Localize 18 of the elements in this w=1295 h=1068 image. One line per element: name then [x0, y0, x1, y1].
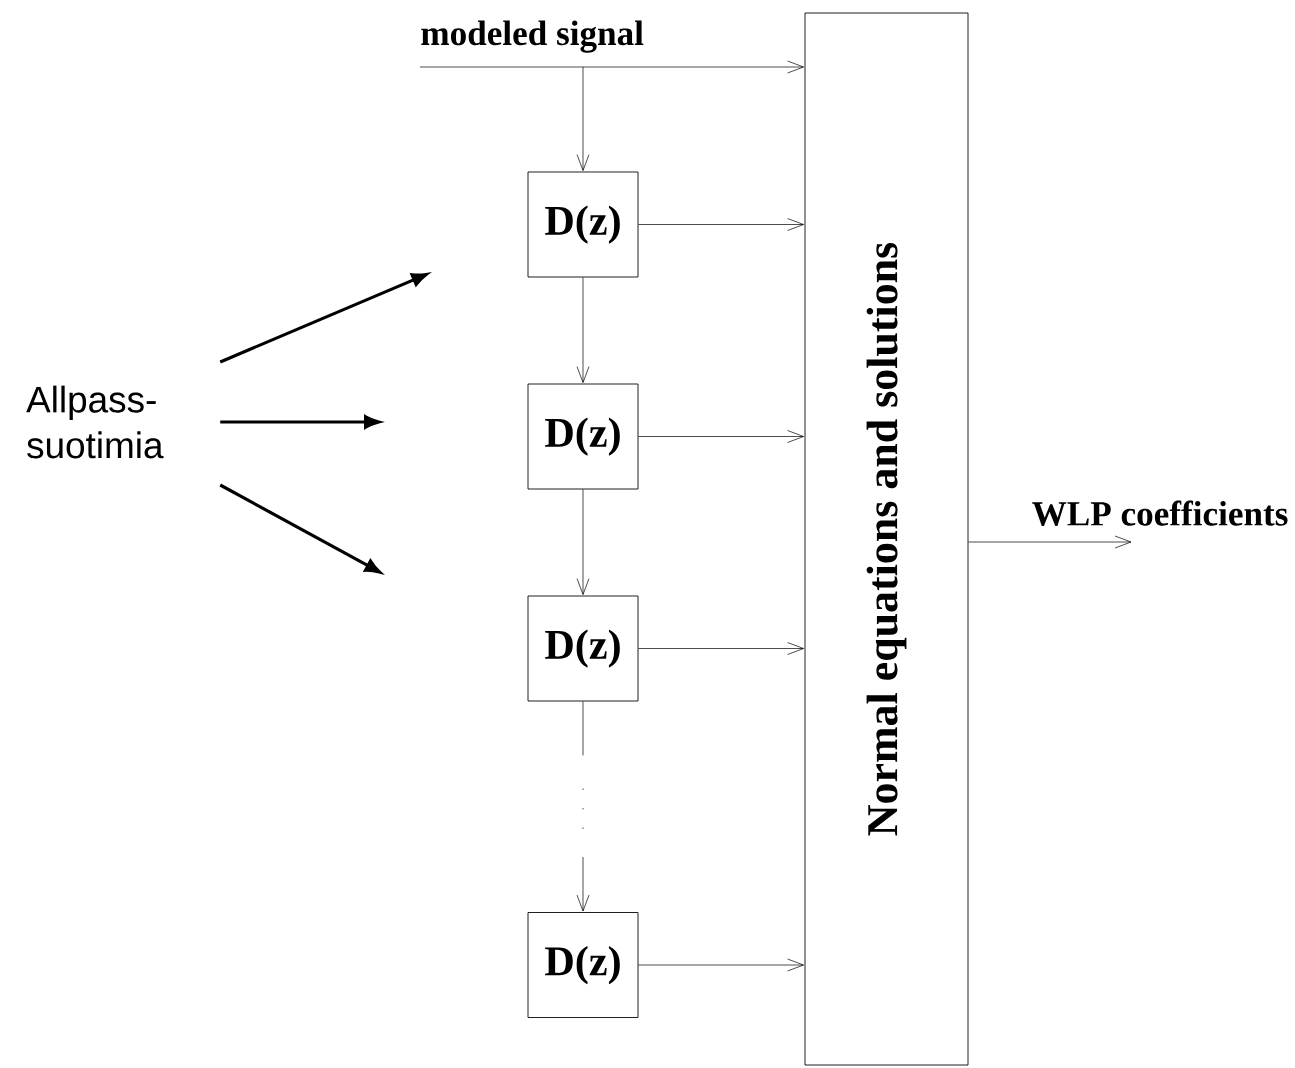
signal-label: modeled signal	[421, 20, 644, 53]
edge-label: WLP coefficients	[1032, 500, 1288, 526]
arrow	[638, 218, 804, 231]
arrow	[576, 489, 590, 595]
arrow	[576, 277, 590, 383]
arrow	[638, 430, 804, 443]
arrow	[638, 642, 804, 655]
filter-label: Allpass- suotimia	[26, 385, 164, 459]
arrow	[419, 60, 804, 74]
delay-box: D(z)	[527, 912, 639, 1018]
delay-box: D(z)	[527, 383, 639, 490]
arrow	[576, 66, 590, 171]
arrow	[576, 701, 590, 912]
arrow	[638, 958, 804, 972]
delay-box: D(z)	[527, 171, 639, 278]
equations-box: Normal equations and solutions	[804, 12, 969, 1066]
arrow	[968, 535, 1132, 549]
delay-box: D(z)	[527, 595, 639, 702]
